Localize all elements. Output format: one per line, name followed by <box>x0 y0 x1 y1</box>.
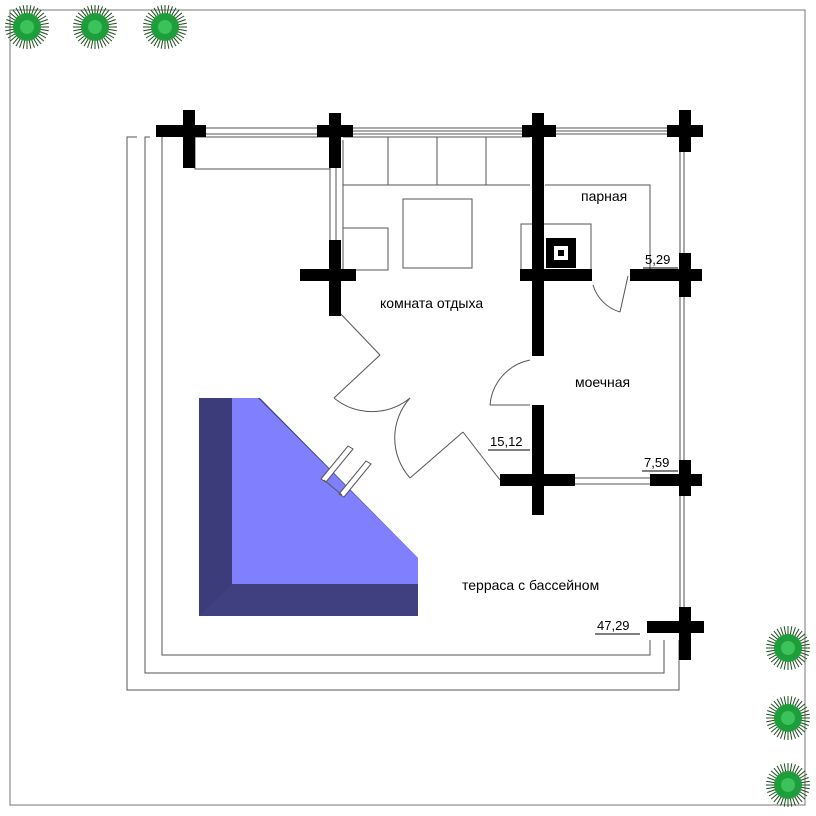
pool-water <box>232 398 418 584</box>
pool <box>199 398 418 616</box>
label-steam-room: парная <box>581 188 627 204</box>
walls <box>156 110 704 660</box>
table <box>402 198 473 269</box>
shrub-icon <box>73 5 117 49</box>
shrub-icon <box>143 5 187 49</box>
label-terrace: терраса с бассейном <box>462 577 599 593</box>
area-steam-room: 5,29 <box>645 252 670 267</box>
area-rest-room: 15,12 <box>490 434 523 449</box>
site-boundary <box>9 9 806 806</box>
area-labels: 5,29 7,59 15,12 47,29 <box>488 252 678 635</box>
stove-icon <box>546 238 576 268</box>
area-wash-room: 7,59 <box>644 455 669 470</box>
pool-ladder <box>320 445 372 498</box>
shrub-icon <box>766 696 810 740</box>
terrace-outline <box>126 136 680 691</box>
pool-edge-left <box>199 398 232 616</box>
label-wash-room: моечная <box>575 374 630 390</box>
doors <box>333 275 629 481</box>
label-rest-room: комната отдыха <box>380 295 483 311</box>
furniture <box>194 136 651 275</box>
shrub-icon <box>766 626 810 670</box>
shrub-icon <box>766 763 810 807</box>
shrub-icon <box>5 5 49 49</box>
area-terrace: 47,29 <box>597 618 630 633</box>
room-labels: парная комната отдыха моечная терраса с … <box>380 188 630 593</box>
shrubs <box>5 5 810 807</box>
